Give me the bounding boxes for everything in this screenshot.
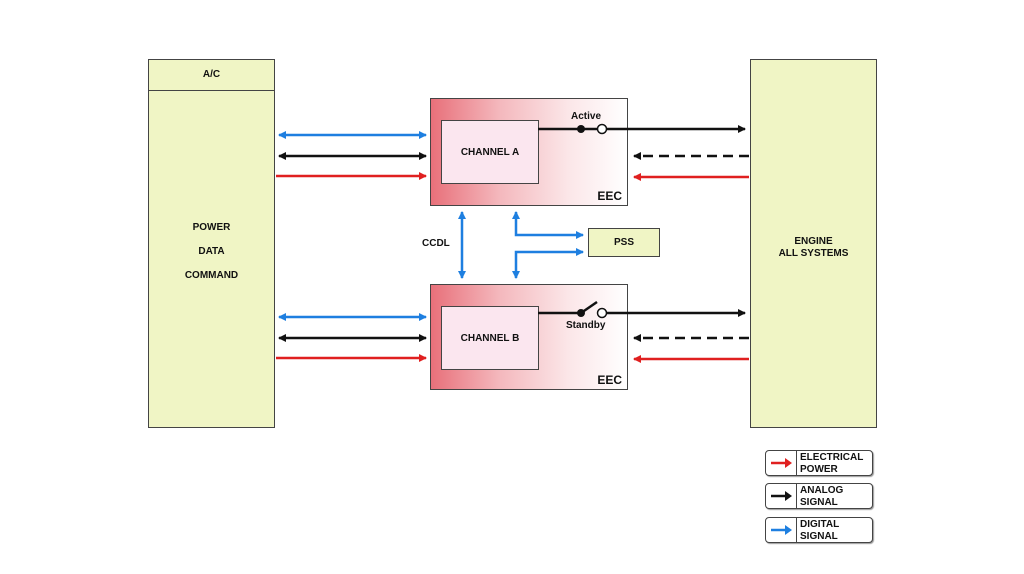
standby-switch-contact (596, 307, 608, 319)
eec-b-box: CHANNEL B Standby EEC (430, 284, 628, 390)
channel-a-label: CHANNEL A (460, 147, 520, 158)
legend-black-arrow-icon (766, 484, 797, 508)
eec-a-label: EEC (597, 189, 622, 203)
channel-b-box: CHANNEL B (441, 306, 539, 370)
ac-title: A/C (202, 69, 221, 80)
eec-a-pss-link (512, 211, 584, 239)
engine-label: ENGINE (794, 236, 833, 247)
channel-a-box: CHANNEL A (441, 120, 539, 184)
pss-label: PSS (613, 237, 634, 248)
engine-all-systems-label: ALL SYSTEMS (778, 248, 849, 259)
ccdl-label: CCDL (422, 238, 450, 249)
ac-power-label: POWER (192, 222, 231, 233)
eec-b-label: EEC (597, 373, 622, 387)
pss-box: PSS (588, 228, 660, 257)
standby-switch-pivot (577, 309, 585, 317)
channel-b-label: CHANNEL B (460, 333, 520, 344)
ac-box: A/C POWER DATA COMMAND (148, 59, 275, 428)
active-switch-pivot (577, 125, 585, 133)
pss-eec-b-link (512, 248, 584, 279)
legend-blue-arrow-icon (766, 518, 797, 542)
ac-header (149, 60, 274, 91)
ac-data-label: DATA (198, 246, 225, 257)
engine-box: ENGINE ALL SYSTEMS (750, 59, 877, 428)
eec-a-box: CHANNEL A Active EEC (430, 98, 628, 206)
ac-command-label: COMMAND (184, 270, 239, 281)
active-switch-contact (596, 123, 608, 135)
standby-label: Standby (566, 320, 606, 331)
active-label: Active (571, 111, 602, 122)
legend-red-arrow-icon (766, 451, 797, 475)
